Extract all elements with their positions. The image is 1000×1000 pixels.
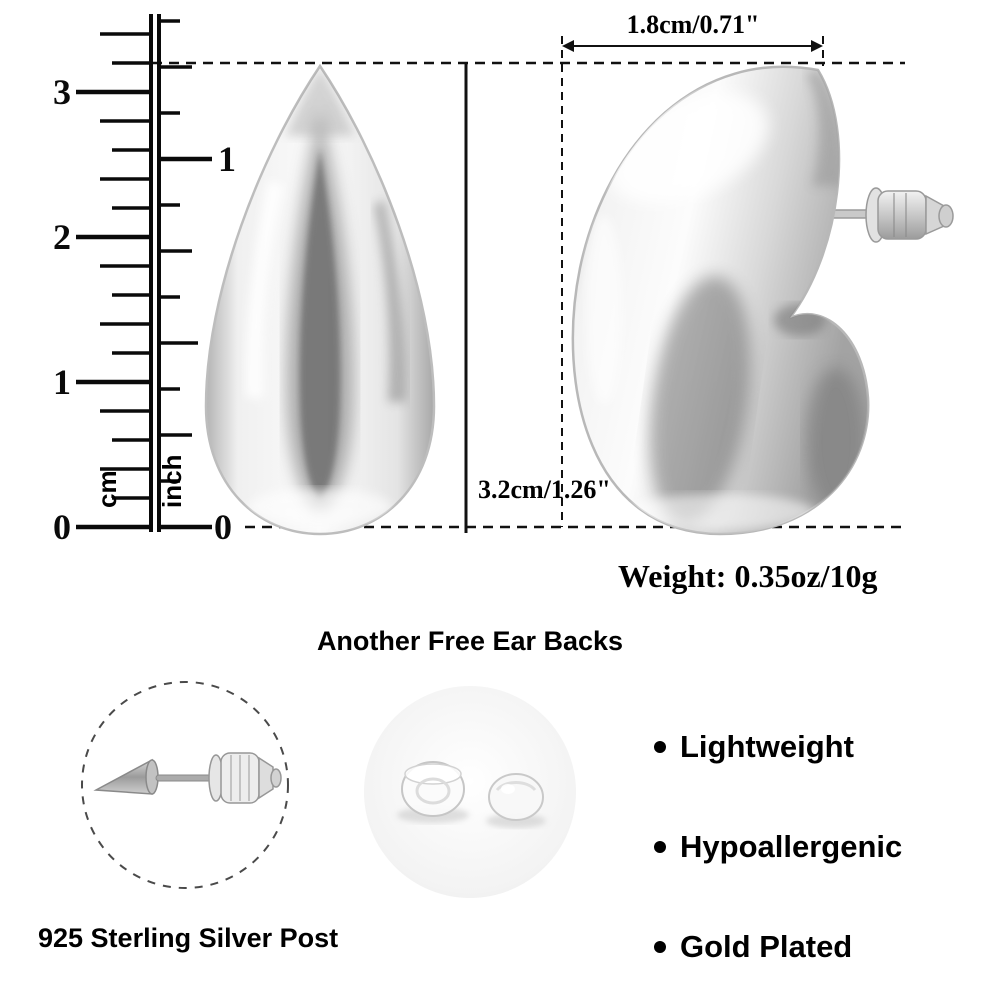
stud-cone <box>93 758 153 795</box>
ruler-inch-0: 0 <box>214 507 232 547</box>
stud-post-diagram <box>81 681 289 889</box>
ruler-cm-1: 1 <box>53 362 71 402</box>
ruler-cm-0: 0 <box>53 507 71 547</box>
stud-pin <box>155 774 215 782</box>
width-arrow-right <box>811 40 823 52</box>
ruler-inch-unit: inch <box>157 455 187 508</box>
bullet-dot <box>654 841 666 853</box>
photo-circle <box>364 686 576 898</box>
silicone-back-right <box>488 773 544 821</box>
teardrop-shading <box>245 66 407 525</box>
ruler-labels: 3 2 1 0 1 0 cm inch <box>53 72 236 547</box>
earring-front-view <box>204 63 436 536</box>
dashed-circle <box>81 681 289 889</box>
ruler-cm-minor-ticks <box>100 32 151 500</box>
bullet-dot <box>654 941 666 953</box>
width-dimension-label: 1.8cm/0.71" <box>627 10 760 39</box>
ruler-inch-major-ticks <box>159 156 212 530</box>
ruler-inch-1: 1 <box>218 139 236 179</box>
ruler <box>76 14 212 532</box>
width-arrow-left <box>562 40 574 52</box>
height-dimension-label: 3.2cm/1.26" <box>478 475 611 504</box>
stud-clutch <box>208 752 282 804</box>
ruler-cm-3: 3 <box>53 72 71 112</box>
ruler-inch-minor-ticks <box>159 19 198 483</box>
feature-hypoallergenic: Hypoallergenic <box>680 829 902 864</box>
ear-backs-photo <box>364 686 576 898</box>
earring-side-view <box>571 65 954 536</box>
ruler-cm-unit: cm <box>92 470 122 508</box>
earring-clutch <box>865 187 954 243</box>
feature-lightweight: Lightweight <box>680 729 854 764</box>
ruler-cm-2: 2 <box>53 217 71 257</box>
ear-backs-heading: Another Free Ear Backs <box>317 626 623 656</box>
feature-list: Lightweight Hypoallergenic Gold Plated <box>654 729 902 964</box>
silicone-back-left <box>401 761 465 817</box>
post-caption: 925 Sterling Silver Post <box>38 923 338 953</box>
feature-gold-plated: Gold Plated <box>680 929 852 964</box>
bullet-dot <box>654 741 666 753</box>
weight-label: Weight: 0.35oz/10g <box>618 558 878 594</box>
ruler-cm-major-ticks <box>76 89 151 530</box>
